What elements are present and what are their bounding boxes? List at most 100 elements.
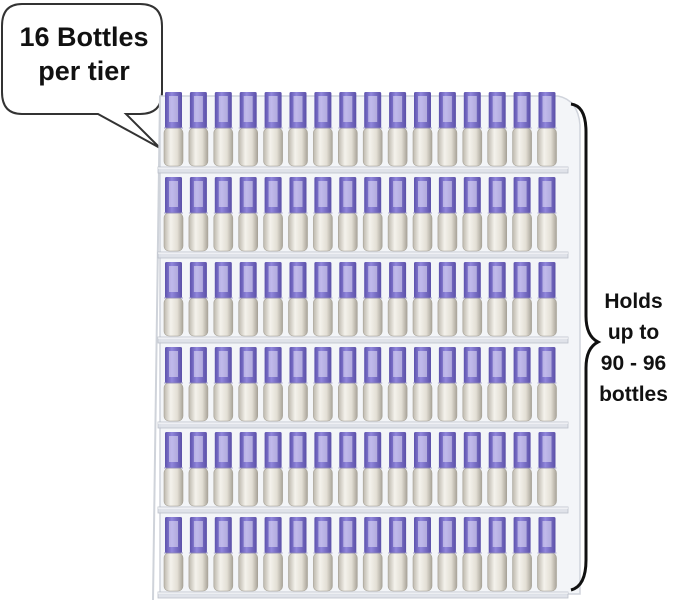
nail-polish-bottle bbox=[337, 517, 358, 592]
nail-polish-bottle bbox=[462, 262, 483, 337]
nail-polish-bottle bbox=[362, 92, 383, 167]
nail-polish-bottle bbox=[512, 92, 532, 167]
nail-polish-bottle bbox=[462, 517, 483, 592]
nail-polish-bottle bbox=[238, 517, 258, 592]
nail-polish-bottle bbox=[387, 92, 408, 167]
nail-polish-bottle bbox=[462, 92, 483, 167]
nail-polish-bottle bbox=[238, 432, 258, 507]
nail-polish-bottle bbox=[188, 517, 209, 592]
nail-polish-bottle bbox=[412, 347, 433, 422]
shelf-lip bbox=[157, 166, 569, 174]
nail-polish-bottle bbox=[412, 262, 433, 337]
nail-polish-bottle bbox=[337, 92, 358, 167]
nail-polish-bottle bbox=[537, 517, 557, 592]
nail-polish-bottle bbox=[163, 262, 184, 337]
nail-polish-bottle bbox=[288, 262, 308, 337]
nail-polish-bottle bbox=[412, 517, 433, 592]
shelf-lip bbox=[157, 251, 569, 259]
nail-polish-bottle bbox=[263, 92, 283, 167]
nail-polish-bottle bbox=[387, 347, 408, 422]
nail-polish-bottle bbox=[412, 92, 433, 167]
nail-polish-bottle bbox=[288, 432, 308, 507]
nail-polish-bottle bbox=[387, 432, 408, 507]
nail-polish-bottle bbox=[313, 517, 333, 592]
nail-polish-bottle bbox=[362, 432, 383, 507]
nail-polish-bottle bbox=[188, 347, 209, 422]
tier-1 bbox=[163, 92, 557, 167]
tier-3 bbox=[163, 262, 557, 337]
panel-left-edge bbox=[152, 95, 161, 601]
speech-bubble bbox=[0, 3, 163, 149]
nail-polish-bottle bbox=[487, 432, 508, 507]
nail-polish-bottle bbox=[487, 177, 508, 252]
nail-polish-bottle bbox=[437, 517, 458, 592]
nail-polish-bottle bbox=[512, 432, 532, 507]
tier-5 bbox=[163, 432, 557, 507]
shelves bbox=[157, 166, 569, 599]
nail-polish-bottle bbox=[537, 92, 557, 167]
capacity-line-1: Holds bbox=[604, 290, 663, 313]
nail-polish-bottle bbox=[188, 177, 209, 252]
nail-polish-bottle bbox=[487, 347, 508, 422]
capacity-line-3: 90 - 96 bbox=[600, 352, 667, 375]
nail-polish-bottle bbox=[487, 262, 508, 337]
nail-polish-bottle bbox=[437, 347, 458, 422]
nail-polish-bottle bbox=[462, 347, 483, 422]
nail-polish-bottle bbox=[163, 177, 184, 252]
nail-polish-bottle bbox=[512, 347, 532, 422]
nail-polish-bottle bbox=[362, 517, 383, 592]
nail-polish-bottle bbox=[188, 92, 209, 167]
nail-polish-bottle bbox=[362, 347, 383, 422]
bottle-rows bbox=[163, 92, 557, 592]
nail-polish-bottle bbox=[362, 177, 383, 252]
nail-polish-bottle bbox=[487, 517, 508, 592]
nail-polish-bottle bbox=[288, 92, 308, 167]
nail-polish-bottle bbox=[512, 177, 532, 252]
nail-polish-bottle bbox=[238, 262, 258, 337]
nail-polish-bottle bbox=[263, 517, 283, 592]
nail-polish-bottle bbox=[188, 262, 209, 337]
nail-polish-bottle bbox=[512, 517, 532, 592]
nail-polish-bottle bbox=[313, 92, 333, 167]
nail-polish-bottle bbox=[412, 432, 433, 507]
nail-polish-bottle bbox=[238, 347, 258, 422]
nail-polish-bottle bbox=[313, 432, 333, 507]
capacity-line-2: up to bbox=[607, 321, 660, 344]
nail-polish-bottle bbox=[188, 432, 209, 507]
callout-line-1: 16 Bottles bbox=[19, 22, 149, 52]
nail-polish-bottle bbox=[238, 92, 258, 167]
nail-polish-bottle bbox=[437, 262, 458, 337]
callout-text: 16 Bottles per tier bbox=[6, 20, 162, 88]
nail-polish-bottle bbox=[387, 262, 408, 337]
capacity-line-4: bottles bbox=[599, 383, 668, 406]
nail-polish-bottle bbox=[263, 262, 283, 337]
nail-polish-bottle bbox=[288, 517, 308, 592]
nail-polish-bottle bbox=[213, 432, 234, 507]
nail-polish-bottle bbox=[387, 177, 408, 252]
nail-polish-bottle bbox=[263, 347, 283, 422]
nail-polish-bottle bbox=[337, 432, 358, 507]
nail-polish-bottle bbox=[512, 262, 532, 337]
nail-polish-bottle bbox=[238, 177, 258, 252]
nail-polish-bottle bbox=[362, 262, 383, 337]
nail-polish-bottle bbox=[412, 177, 433, 252]
tier-6 bbox=[163, 517, 557, 592]
nail-polish-bottle bbox=[163, 432, 184, 507]
nail-polish-bottle bbox=[213, 347, 234, 422]
nail-polish-bottle bbox=[462, 432, 483, 507]
nail-polish-bottle bbox=[487, 92, 508, 167]
nail-polish-bottle bbox=[313, 347, 333, 422]
callout-line-2: per tier bbox=[38, 56, 130, 86]
nail-polish-bottle bbox=[313, 177, 333, 252]
nail-polish-bottle bbox=[213, 92, 234, 167]
nail-polish-bottle bbox=[537, 347, 557, 422]
nail-polish-bottle bbox=[313, 262, 333, 337]
nail-polish-bottle bbox=[263, 432, 283, 507]
nail-polish-bottle bbox=[387, 517, 408, 592]
curly-brace bbox=[570, 102, 602, 592]
nail-polish-bottle bbox=[288, 177, 308, 252]
tier-2 bbox=[163, 177, 557, 252]
shelf-lip bbox=[157, 421, 569, 429]
